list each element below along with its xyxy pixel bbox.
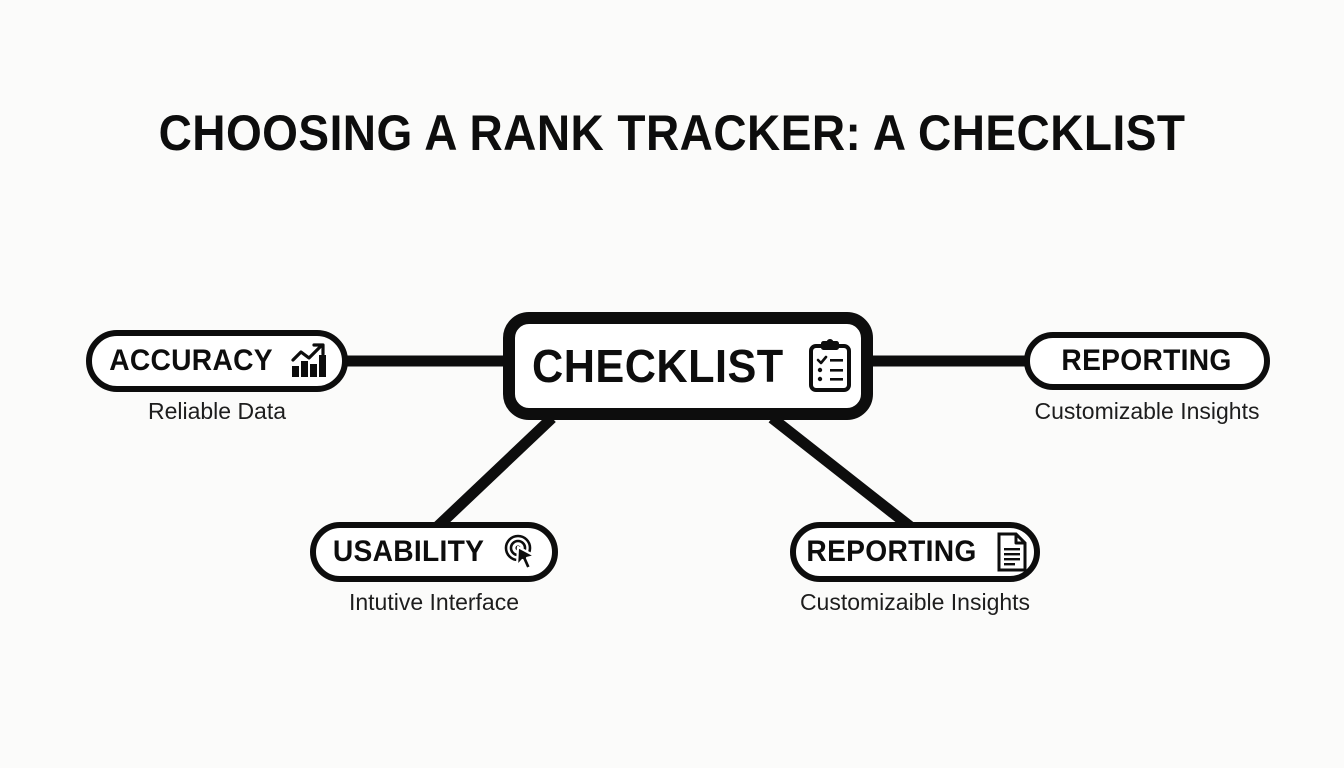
page-title: CHOOSING A RANK TRACKER: A CHECKLIST bbox=[158, 105, 1186, 161]
branch-subtitle-usability: Intutive Interface bbox=[348, 589, 520, 615]
hub-node-label: CHECKLIST bbox=[532, 340, 784, 392]
branch-node-label: USABILITY bbox=[333, 535, 485, 568]
branch-node-reporting-bottom[interactable]: REPORTING bbox=[790, 522, 1040, 582]
document-page-icon bbox=[995, 532, 1029, 572]
branch-node-label: REPORTING bbox=[1061, 344, 1233, 377]
branch-subtitle-reporting-right: Customizable Insights bbox=[1034, 398, 1260, 424]
bar-chart-growth-icon bbox=[290, 343, 330, 379]
clipboard-checklist-icon bbox=[808, 339, 852, 393]
branch-node-reporting-right[interactable]: REPORTING bbox=[1024, 332, 1270, 390]
branch-node-accuracy[interactable]: ACCURACY bbox=[86, 330, 348, 392]
branch-node-label: ACCURACY bbox=[109, 344, 273, 377]
connector-hub-to-reporting-bottom bbox=[768, 413, 916, 533]
branch-node-usability[interactable]: USABILITY bbox=[310, 522, 558, 582]
branch-subtitle-reporting-bottom: Customizaible Insights bbox=[799, 589, 1031, 615]
hub-node-checklist[interactable]: CHECKLIST bbox=[503, 312, 873, 420]
branch-node-label: REPORTING bbox=[806, 535, 978, 568]
cursor-click-icon bbox=[502, 533, 540, 571]
connector-hub-to-usability bbox=[432, 414, 556, 532]
branch-subtitle-accuracy: Reliable Data bbox=[147, 398, 287, 424]
